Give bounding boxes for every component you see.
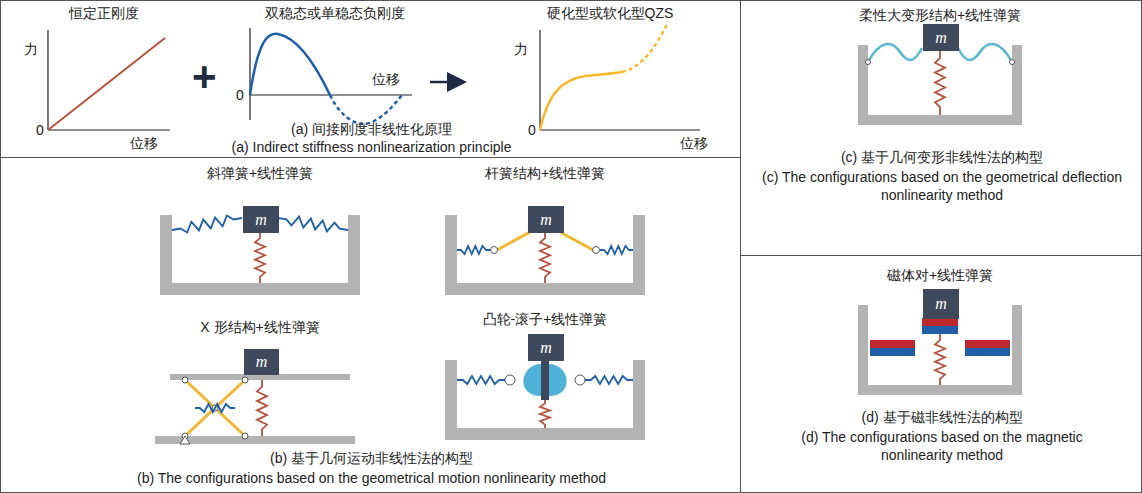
label: 凸轮-滚子+线性弹簧	[483, 310, 608, 328]
spring	[195, 404, 235, 412]
negative-stiffness-dashed	[330, 95, 402, 124]
springs	[172, 50, 945, 436]
panel: (d) 基于磁非线性法的构型 (d) The configurations bas…	[740, 255, 1142, 493]
label: 磁体对+线性弹簧	[887, 266, 993, 284]
cam-right	[549, 364, 567, 396]
mass-label: m	[540, 211, 552, 229]
spring	[457, 376, 505, 384]
mass-label: m	[255, 211, 267, 229]
axes	[48, 28, 700, 130]
caption-zh: (c) 基于几何变形非线性法的构型	[747, 148, 1137, 166]
spring	[585, 376, 633, 384]
mass-block: m	[528, 334, 564, 361]
hinge	[1010, 60, 1015, 65]
label: 0	[528, 121, 536, 139]
spring	[257, 380, 267, 436]
qzs-dashed	[622, 22, 668, 72]
label: 位移	[130, 134, 158, 152]
caption-zh: (b) 基于几何运动非线性法的构型	[22, 449, 722, 467]
cam-stem	[541, 360, 549, 400]
mass-block: m	[923, 289, 959, 319]
label: 0	[236, 86, 244, 104]
label: 力	[24, 40, 38, 58]
result-arrow	[430, 81, 462, 84]
panel: (c) 基于几何变形非线性法的构型 (c) The configurations …	[740, 0, 1142, 256]
label: 位移	[372, 70, 400, 88]
linear-curve	[48, 38, 165, 130]
spring	[255, 232, 265, 283]
qzs-curve	[540, 72, 622, 130]
pivot	[180, 436, 190, 444]
label: 双稳态或单稳态负刚度	[265, 4, 405, 22]
cam-left	[523, 364, 541, 396]
rods	[185, 232, 593, 436]
flexible-beam	[958, 44, 1012, 62]
mass-label: m	[540, 339, 552, 357]
spring	[600, 246, 633, 254]
mass-block: m	[528, 206, 564, 233]
caption-en: (b) The configurations based on the geom…	[22, 469, 722, 487]
hinge	[866, 60, 871, 65]
caption-zh: (a) 间接刚度非线性化原理	[72, 120, 672, 138]
label: 杆簧结构+线性弹簧	[485, 164, 605, 182]
panel: (b) 基于几何运动非线性法的构型 (b) The configurations …	[0, 157, 741, 493]
spring	[935, 50, 945, 115]
caption-en: (c) The configurations based on the geom…	[747, 168, 1137, 204]
spring	[935, 334, 945, 385]
label: 0	[36, 121, 44, 139]
label: X 形结构+线性弹簧	[200, 318, 319, 336]
caption-zh: (d) 基于磁非线性法的构型	[797, 408, 1087, 426]
frames	[155, 45, 1022, 444]
label: 力	[514, 40, 528, 58]
mass-block: m	[923, 24, 959, 51]
caption-en: (a) Indirect stiffness nonlinearization …	[72, 138, 672, 156]
spring	[278, 217, 348, 232]
spring	[540, 232, 550, 283]
label: +	[192, 56, 217, 98]
mass-block: m	[243, 206, 279, 233]
spring	[540, 400, 550, 428]
label: 斜弹簧+线性弹簧	[207, 164, 313, 182]
mass-label: m	[256, 353, 268, 371]
label: 柔性大变形结构+线性弹簧	[859, 6, 1021, 24]
hinges	[182, 247, 600, 440]
flexible-beam	[868, 44, 922, 62]
spring	[172, 216, 242, 233]
panel: (a) 间接刚度非线性化原理(a) Indirect stiffness non…	[0, 0, 741, 158]
label: 恒定正刚度	[69, 4, 139, 22]
mass-label: m	[935, 29, 947, 47]
label: 位移	[680, 134, 708, 152]
mass-block: m	[244, 349, 279, 375]
mass-label: m	[935, 295, 947, 313]
spring	[457, 246, 490, 254]
label: 硬化型或软化型QZS	[547, 4, 674, 22]
caption-en: (d) The configurations based on the magn…	[797, 428, 1087, 464]
negative-stiffness-curve	[250, 34, 330, 95]
